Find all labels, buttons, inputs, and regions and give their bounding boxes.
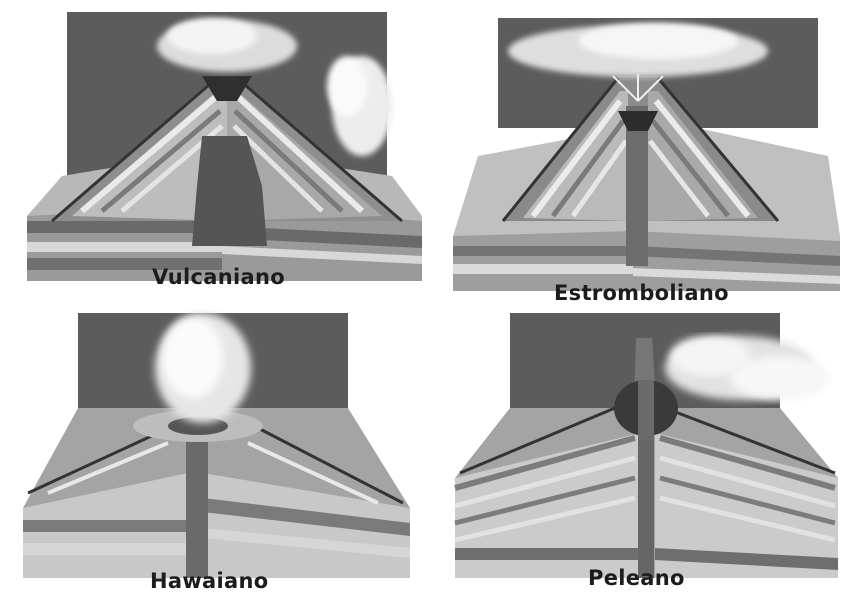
panel-estromboliano	[448, 6, 840, 296]
estromboliano-diagram	[448, 6, 840, 296]
peleano-diagram	[450, 308, 840, 583]
label-vulcaniano: Vulcaniano	[152, 265, 285, 289]
vulcaniano-diagram	[22, 6, 422, 286]
label-peleano: Peleano	[588, 566, 685, 590]
label-estromboliano: Estromboliano	[554, 281, 729, 305]
panel-peleano	[450, 308, 840, 583]
label-hawaiano: Hawaiano	[150, 569, 268, 593]
hawaiano-diagram	[18, 308, 418, 583]
panel-vulcaniano	[22, 6, 422, 286]
panel-hawaiano	[18, 308, 418, 583]
